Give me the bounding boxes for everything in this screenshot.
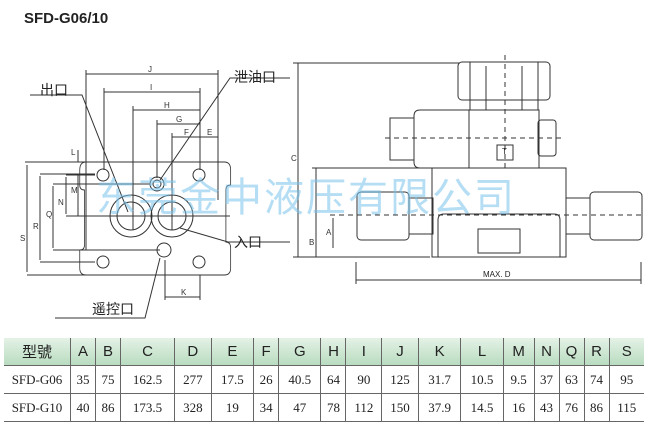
value-cell: 10.5 bbox=[460, 365, 504, 394]
header-cell: C bbox=[119, 338, 175, 366]
header-cell: E bbox=[210, 338, 254, 366]
header-cell: Q bbox=[558, 338, 585, 366]
value-cell: 95 bbox=[608, 365, 644, 394]
value-cell: 86 bbox=[95, 393, 121, 422]
dim-r: R bbox=[33, 222, 39, 231]
value-cell: 37 bbox=[533, 365, 560, 394]
dim-h: H bbox=[164, 101, 170, 110]
dim-i: I bbox=[150, 83, 153, 92]
value-cell: 14.5 bbox=[460, 393, 504, 422]
dim-g: G bbox=[176, 115, 183, 124]
side-view bbox=[293, 55, 645, 284]
header-cell: S bbox=[608, 338, 644, 366]
dim-b: B bbox=[309, 238, 315, 247]
page-title: SFD-G06/10 bbox=[24, 10, 109, 27]
header-cell: B bbox=[95, 338, 121, 366]
inlet-label: 入口 bbox=[234, 234, 262, 250]
outlet-label: 出口 bbox=[40, 82, 68, 98]
value-cell: 19 bbox=[210, 393, 254, 422]
value-cell: 125 bbox=[381, 365, 419, 394]
value-cell: 16 bbox=[502, 393, 535, 422]
value-cell: 90 bbox=[345, 365, 382, 394]
value-cell: 34 bbox=[253, 393, 279, 422]
header-cell: H bbox=[320, 338, 346, 366]
value-cell: 35 bbox=[70, 365, 96, 394]
mounting-face-view bbox=[25, 70, 290, 319]
valve-drawing bbox=[25, 55, 645, 319]
value-cell: 173.5 bbox=[119, 393, 175, 422]
dim-a: A bbox=[326, 228, 332, 237]
value-cell: 9.5 bbox=[502, 365, 535, 394]
header-cell: D bbox=[174, 338, 212, 366]
header-cell: F bbox=[253, 338, 279, 366]
table-header-row: 型號 A B C D E F G H I J K L M N Q R S bbox=[4, 338, 644, 366]
value-cell: 150 bbox=[381, 393, 419, 422]
value-cell: 64 bbox=[320, 365, 346, 394]
model-cell: SFD-G10 bbox=[4, 393, 71, 422]
value-cell: 277 bbox=[174, 365, 212, 394]
model-cell: SFD-G06 bbox=[4, 365, 71, 394]
dim-k: K bbox=[181, 288, 187, 297]
value-cell: 63 bbox=[558, 365, 585, 394]
header-cell: N bbox=[533, 338, 560, 366]
header-cell: J bbox=[381, 338, 419, 366]
dimension-table: 型號 A B C D E F G H I J K L M N Q R S SFD… bbox=[4, 338, 644, 422]
header-cell: A bbox=[70, 338, 96, 366]
dim-l: L bbox=[71, 148, 76, 157]
value-cell: 26 bbox=[253, 365, 279, 394]
dim-q: Q bbox=[46, 210, 53, 219]
header-cell: R bbox=[583, 338, 610, 366]
header-cell: M bbox=[502, 338, 535, 366]
value-cell: 40 bbox=[70, 393, 96, 422]
value-cell: 40.5 bbox=[278, 365, 321, 394]
header-cell: G bbox=[278, 338, 321, 366]
value-cell: 112 bbox=[345, 393, 382, 422]
dim-n: N bbox=[58, 198, 64, 207]
max-d-label: MAX. D bbox=[483, 270, 511, 279]
dim-s: S bbox=[20, 234, 26, 243]
dim-j: J bbox=[148, 65, 152, 74]
header-model: 型號 bbox=[4, 338, 71, 366]
value-cell: 76 bbox=[558, 393, 585, 422]
value-cell: 75 bbox=[95, 365, 121, 394]
dim-c: C bbox=[291, 154, 297, 163]
dim-f: F bbox=[184, 128, 189, 137]
header-cell: L bbox=[460, 338, 504, 366]
value-cell: 43 bbox=[533, 393, 560, 422]
value-cell: 47 bbox=[278, 393, 321, 422]
value-cell: 162.5 bbox=[119, 365, 175, 394]
value-cell: 37.9 bbox=[417, 393, 461, 422]
dim-m: M bbox=[71, 186, 78, 195]
value-cell: 78 bbox=[320, 393, 346, 422]
header-cell: K bbox=[417, 338, 461, 366]
remote-label: 遥控口 bbox=[92, 301, 134, 317]
value-cell: 17.5 bbox=[210, 365, 254, 394]
value-cell: 31.7 bbox=[417, 365, 461, 394]
watermark: 东莞金中液压有限公司 bbox=[96, 175, 516, 221]
value-cell: 86 bbox=[583, 393, 610, 422]
value-cell: 115 bbox=[608, 393, 644, 422]
drain-label: 泄油口 bbox=[234, 69, 276, 85]
t-port-label: T bbox=[502, 147, 507, 156]
value-cell: 74 bbox=[583, 365, 610, 394]
header-cell: I bbox=[345, 338, 382, 366]
dim-e: E bbox=[207, 128, 213, 137]
value-cell: 328 bbox=[174, 393, 212, 422]
